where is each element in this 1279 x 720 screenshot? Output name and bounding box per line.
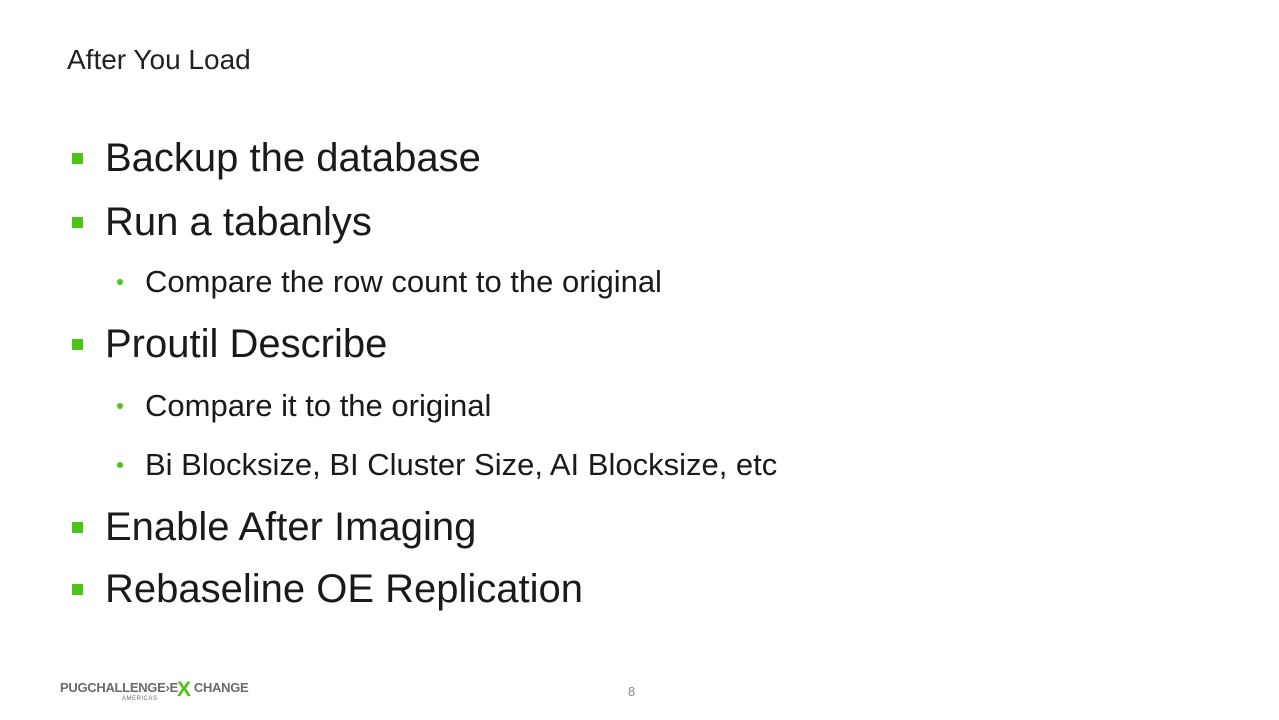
logo-x-mark: X: [177, 678, 192, 701]
sub-bullet-item: Compare it to the original: [117, 388, 491, 424]
sub-bullet-text: Bi Blocksize, BI Cluster Size, AI Blocks…: [145, 447, 778, 482]
slide-title: After You Load: [67, 44, 251, 75]
bullet-text: Run a tabanlys: [105, 200, 372, 244]
square-bullet-icon: [72, 522, 83, 533]
bullet-item: Proutil Describe: [72, 322, 387, 367]
bullet-item: Rebaseline OE Replication: [72, 567, 583, 612]
square-bullet-icon: [72, 584, 83, 595]
square-bullet-icon: [72, 339, 83, 350]
logo-subtitle: AMERICAS: [122, 696, 158, 702]
bullet-item: Backup the database: [72, 136, 481, 181]
sub-bullet-item: Bi Blocksize, BI Cluster Size, AI Blocks…: [117, 447, 777, 483]
bullet-item: Run a tabanlys: [72, 200, 372, 245]
bullet-text: Backup the database: [105, 136, 481, 180]
dot-bullet-icon: [117, 462, 123, 468]
sub-bullet-item: Compare the row count to the original: [117, 264, 662, 300]
sub-bullet-text: Compare it to the original: [145, 388, 492, 423]
bullet-text: Proutil Describe: [105, 322, 388, 366]
dot-bullet-icon: [117, 403, 123, 409]
square-bullet-icon: [72, 217, 83, 228]
sub-bullet-text: Compare the row count to the original: [145, 264, 662, 299]
page-number: 8: [628, 684, 636, 699]
dot-bullet-icon: [117, 279, 123, 285]
square-bullet-icon: [72, 153, 83, 164]
bullet-text: Rebaseline OE Replication: [105, 567, 584, 611]
bullet-text: Enable After Imaging: [105, 505, 477, 549]
bullet-item: Enable After Imaging: [72, 505, 476, 550]
